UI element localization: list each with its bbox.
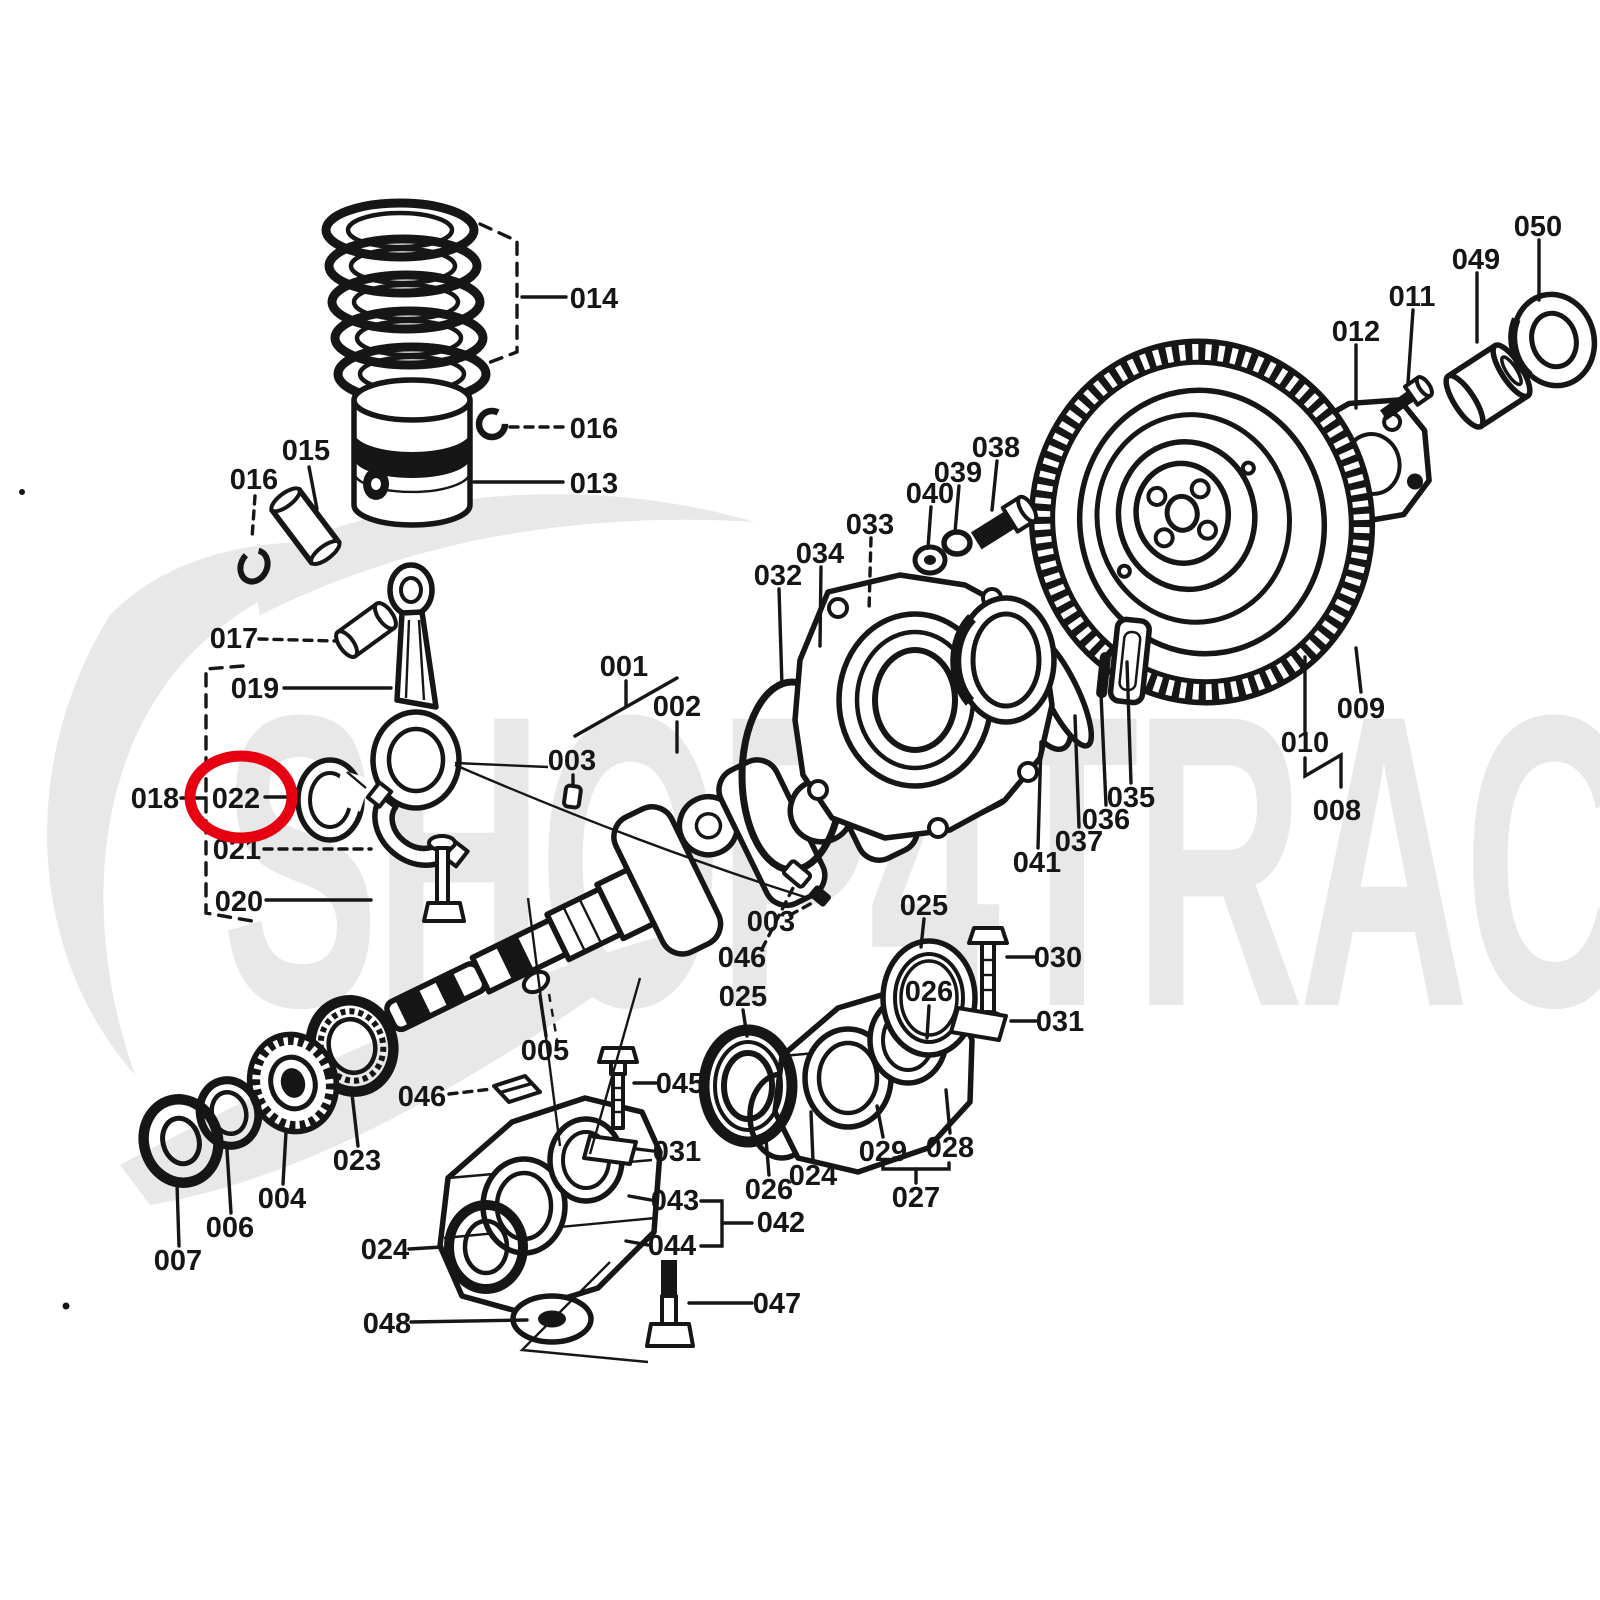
front-oil-seal	[138, 1094, 224, 1188]
part-label-039: 039	[934, 457, 982, 489]
part-label-036: 036	[1082, 804, 1130, 836]
part-label-048: 048	[363, 1308, 411, 1340]
small-end-bushing	[334, 601, 398, 659]
flange-bolt	[970, 494, 1039, 550]
part-label-011: 011	[1389, 281, 1436, 313]
part-label-040: 040	[906, 478, 954, 510]
bearing-stopper-plate	[1107, 616, 1152, 706]
main-bearing-left	[698, 1024, 798, 1148]
part-label-003-rear: 003	[747, 906, 795, 938]
connecting-rod	[370, 562, 462, 811]
pilot-bearing	[1508, 291, 1598, 389]
part-label-017: 017	[210, 623, 258, 655]
part-label-032: 032	[754, 560, 802, 592]
parts-line-art	[138, 198, 1598, 1364]
part-label-007: 007	[154, 1245, 202, 1277]
part-label-025-upper: 025	[900, 890, 948, 922]
part-label-045: 045	[656, 1068, 704, 1100]
part-label-002: 002	[653, 691, 701, 723]
case-bolt-long	[645, 1260, 695, 1348]
part-label-010: 010	[1281, 727, 1329, 759]
part-label-030: 030	[1034, 942, 1082, 974]
part-label-012: 012	[1332, 316, 1380, 348]
lock-clip-right	[949, 1006, 1008, 1042]
part-label-049: 049	[1452, 244, 1500, 276]
pilot-spacer	[1443, 342, 1533, 430]
circlip-right	[475, 407, 509, 441]
piston	[351, 377, 473, 528]
part-label-044: 044	[648, 1230, 696, 1262]
part-label-047: 047	[753, 1288, 801, 1320]
part-label-046-rear: 046	[718, 942, 766, 974]
lock-clip-left	[582, 1134, 638, 1166]
part-label-033: 033	[846, 509, 894, 541]
part-label-035: 035	[1107, 782, 1155, 814]
crank-timing-gear	[246, 1031, 340, 1135]
plain-washer	[912, 544, 948, 576]
part-label-029: 029	[859, 1136, 907, 1168]
page-dot	[62, 1302, 70, 1310]
part-label-018: 018	[131, 783, 179, 815]
rear-oil-seal	[950, 595, 1057, 725]
callout-labels: 014 016 013 015 016 017 019 018 022 021 …	[131, 211, 1562, 1340]
part-label-004: 004	[258, 1183, 306, 1215]
rod-bolt	[422, 834, 466, 923]
part-label-015: 015	[282, 435, 330, 467]
part-label-020: 020	[215, 886, 263, 918]
part-label-005: 005	[521, 1035, 569, 1067]
watermark-swoosh-bottom-wing	[120, 928, 690, 1205]
part-label-001: 001	[600, 651, 648, 683]
part-label-027: 027	[892, 1182, 940, 1214]
part-label-031-right: 031	[1036, 1006, 1084, 1038]
woodruff-key-front	[562, 783, 583, 810]
part-label-013: 013	[570, 468, 618, 500]
part-label-025-left: 025	[719, 981, 767, 1013]
red-highlight-circle	[184, 750, 298, 844]
part-label-026-lower: 026	[745, 1174, 793, 1206]
part-label-043: 043	[651, 1185, 699, 1217]
circlip-left	[237, 547, 271, 585]
part-label-046-lower: 046	[398, 1081, 446, 1113]
set-key-detail	[500, 1082, 532, 1094]
part-label-019: 019	[231, 673, 279, 705]
page-dot	[19, 489, 25, 495]
part-label-006: 006	[206, 1212, 254, 1244]
part-label-037: 037	[1055, 826, 1103, 858]
part-label-028: 028	[926, 1132, 974, 1164]
set-key-rear	[781, 859, 813, 889]
part-label-023: 023	[333, 1145, 381, 1177]
part-label-009: 009	[1337, 693, 1385, 725]
part-label-031-left: 031	[653, 1136, 701, 1168]
spring-washer	[941, 529, 973, 557]
part-label-026-upper: 026	[905, 976, 953, 1008]
dowel-pin	[1096, 652, 1111, 699]
part-label-042: 042	[757, 1207, 805, 1239]
part-label-038: 038	[972, 432, 1020, 464]
rod-bearing-shell	[295, 757, 371, 843]
part-label-024-left: 024	[361, 1234, 409, 1266]
part-label-008: 008	[1313, 795, 1361, 827]
watermark-swoosh-hook	[47, 542, 410, 1075]
part-label-024-right: 024	[789, 1160, 837, 1192]
watermark-swoosh-top-wing	[250, 494, 755, 615]
leader-lines	[175, 222, 1541, 1324]
piston-ring-set	[321, 198, 491, 406]
part-label-003-front: 003	[548, 745, 596, 777]
woodruff-key-rear	[809, 885, 831, 907]
part-label-014: 014	[570, 283, 618, 315]
part-label-016-left: 016	[230, 464, 278, 496]
part-label-041: 041	[1013, 847, 1061, 879]
flywheel	[1028, 338, 1376, 706]
thrust-washer	[510, 1261, 649, 1364]
part-label-022: 022	[212, 783, 260, 815]
piston-pin	[269, 486, 342, 567]
main-bearing-ring-left	[444, 1200, 528, 1294]
part-label-034: 034	[796, 538, 844, 570]
part-label-050: 050	[1514, 211, 1562, 243]
part-label-016-right: 016	[570, 413, 618, 445]
pilot-bolt	[1379, 375, 1434, 421]
